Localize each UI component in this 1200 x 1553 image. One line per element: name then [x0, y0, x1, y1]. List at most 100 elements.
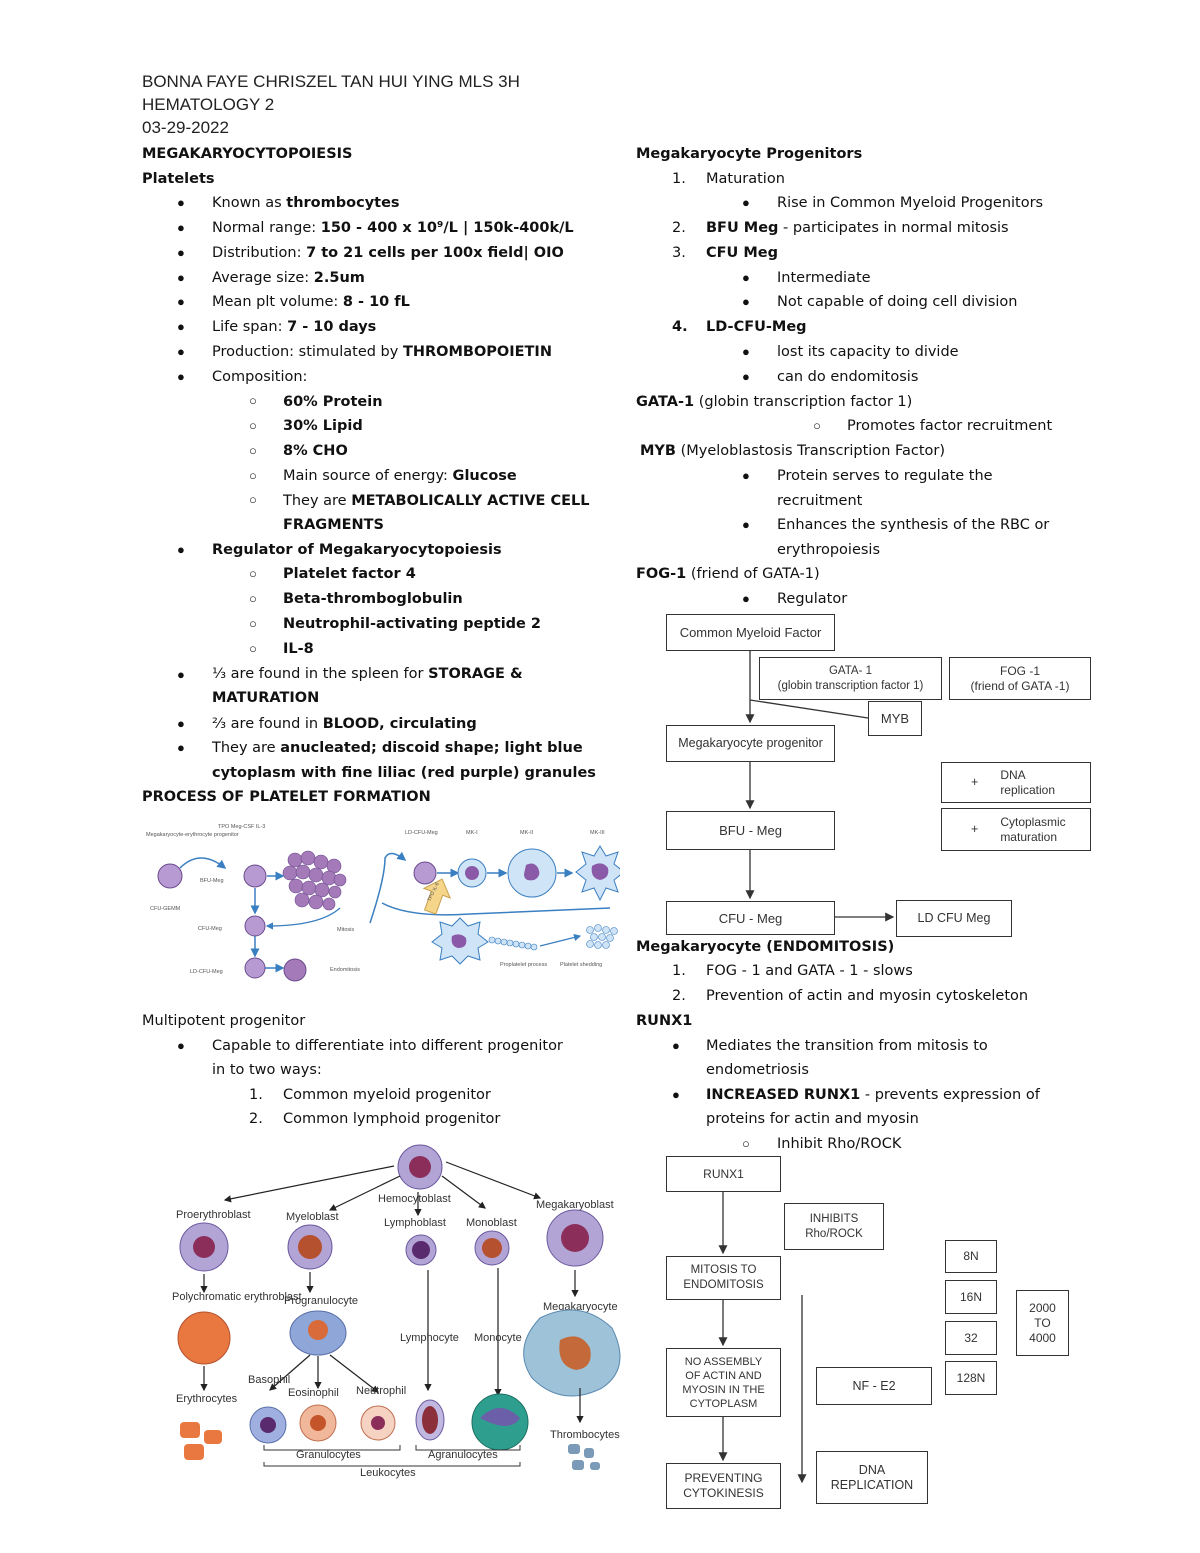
fig-label: MK-III [590, 830, 605, 836]
runx1-box: RUNX1 [666, 1156, 781, 1192]
bfu-meg-box: BFU - Meg [666, 811, 835, 850]
platelet-formation-figure: Megakaryocyte-erythrocyte progenitor TPO… [146, 824, 620, 982]
bullet-icon: ● [672, 1087, 680, 1102]
course-line: HEMATOLOGY 2 [142, 95, 275, 114]
anucleated-cont: cytoplasm with fine liliac (red purple) … [212, 765, 596, 781]
bullet-icon: ● [177, 220, 185, 235]
composition: Composition: [212, 369, 308, 385]
circle-bullet-icon: ○ [249, 468, 257, 483]
platelets-heading: Platelets [142, 171, 215, 187]
regulator-heading: Regulator of Megakaryocytopoiesis [212, 542, 502, 558]
distribution: Distribution: 7 to 21 cells per 100x fie… [212, 245, 564, 261]
cmp-item: Common myeloid progenitor [283, 1087, 491, 1103]
circle-bullet-icon: ○ [249, 418, 257, 433]
nf-e2-box: NF - E2 [816, 1367, 932, 1405]
comp-lipid: 30% Lipid [283, 418, 363, 434]
fig-label: Proplatelet process [500, 962, 547, 968]
ld-cfu-meg-box: LD CFU Meg [896, 900, 1012, 937]
circle-bullet-icon: ○ [813, 418, 821, 433]
circle-bullet-icon: ○ [249, 616, 257, 631]
tree-label: Lymphocyte [400, 1332, 459, 1344]
lost-capacity: lost its capacity to divide [777, 344, 959, 360]
tree-label: Megakaryoblast [536, 1199, 614, 1211]
normal-range: Normal range: 150 - 400 x 10⁹/L | 150k-4… [212, 220, 574, 236]
endomitosis-heading: Megakaryocyte (ENDOMITOSIS) [636, 939, 895, 955]
fig-label: BFU-Meg [200, 878, 224, 884]
tree-label: Monoblast [466, 1217, 517, 1229]
spleen-third: ⅓ are found in the spleen for STORAGE & [212, 666, 523, 682]
myb-point-2-cont: erythropoiesis [777, 542, 881, 558]
list-number: 2. [249, 1111, 263, 1127]
bullet-icon: ● [177, 740, 185, 755]
runx1-point-1-cont: endometriosis [706, 1062, 809, 1078]
bullet-icon: ● [672, 1038, 680, 1053]
reg-pf4: Platelet factor 4 [283, 566, 416, 582]
bullet-icon: ● [742, 195, 750, 210]
runx1-point-1: Mediates the transition from mitosis to [706, 1038, 988, 1054]
tree-label: Hemocytoblast [378, 1193, 451, 1205]
date-line: 03-29-2022 [142, 118, 229, 137]
intermediate: Intermediate [777, 270, 871, 286]
promotes-recruitment: Promotes factor recruitment [847, 418, 1053, 434]
spleen-third-cont: MATURATION [212, 690, 320, 706]
ploidy-8n-box: 8N [945, 1240, 997, 1273]
myb-point-1: Protein serves to regulate the [777, 468, 993, 484]
bullet-icon: ● [742, 369, 750, 384]
list-number: 3. [672, 245, 686, 261]
bullet-icon: ● [177, 667, 185, 682]
tree-label: Megakaryocyte [543, 1301, 618, 1313]
circle-bullet-icon: ○ [249, 492, 257, 507]
comp-protein: 60% Protein [283, 394, 383, 410]
fog-gata-slows: FOG - 1 and GATA - 1 - slows [706, 963, 913, 979]
comp-metabolic-cont: FRAGMENTS [283, 517, 384, 533]
comp-metabolic: They are METABOLICALLY ACTIVE CELL [283, 493, 590, 509]
tree-label: Erythrocytes [176, 1393, 238, 1405]
mean-volume: Mean plt volume: 8 - 10 fL [212, 294, 410, 310]
can-endomitosis: can do endomitosis [777, 369, 919, 385]
bullet-icon: ● [742, 591, 750, 606]
ploidy-16n-box: 16N [945, 1280, 997, 1314]
gata1-heading: GATA-1 (globin transcription factor 1) [636, 394, 913, 410]
circle-bullet-icon: ○ [249, 566, 257, 581]
fig-label: Platelet shedding [560, 962, 602, 968]
bullet-icon: ● [177, 542, 185, 557]
reg-nap2: Neutrophil-activating peptide 2 [283, 616, 542, 632]
bullet-icon: ● [177, 245, 185, 260]
bullet-icon: ● [177, 369, 185, 384]
fig-label: LD-CFU-Meg [190, 969, 223, 975]
tree-label: Lymphoblast [384, 1217, 446, 1229]
bullet-icon: ● [742, 294, 750, 309]
ld-cfu-meg: LD-CFU-Meg [706, 319, 807, 335]
bullet-icon: ● [742, 468, 750, 483]
maturation: Maturation [706, 171, 785, 187]
tree-label: Polychromatic erythroblast [172, 1291, 302, 1303]
tree-label: Agranulocytes [428, 1449, 498, 1461]
anucleated: They are anucleated; discoid shape; ligh… [212, 740, 583, 756]
tree-label: Myeloblast [286, 1211, 339, 1223]
fig-label: Endomitosis [330, 967, 360, 973]
tree-label: Basophil [248, 1374, 290, 1386]
author-line: BONNA FAYE CHRISZEL TAN HUI YING MLS 3H [142, 72, 520, 91]
megakaryocyte-progenitor-box: Megakaryocyte progenitor [666, 725, 835, 762]
ploidy-128n-box: 128N [945, 1361, 997, 1395]
circle-bullet-icon: ○ [249, 641, 257, 656]
production: Production: stimulated by THROMBOPOIETIN [212, 344, 552, 360]
list-number: 1. [672, 171, 686, 187]
cfu-meg-box: CFU - Meg [666, 901, 835, 935]
bullet-icon: ● [177, 294, 185, 309]
multipotent-heading: Multipotent progenitor [142, 1013, 306, 1029]
bullet-icon: ● [177, 195, 185, 210]
bullet-icon: ● [177, 716, 185, 731]
fig-label: MK-II [520, 830, 534, 836]
circle-bullet-icon: ○ [249, 443, 257, 458]
tree-label: Monocyte [474, 1332, 522, 1344]
list-number: 1. [249, 1087, 263, 1103]
bullet-icon: ● [742, 270, 750, 285]
fog1-heading: FOG-1 (friend of GATA-1) [636, 566, 820, 582]
bullet-icon: ● [177, 344, 185, 359]
